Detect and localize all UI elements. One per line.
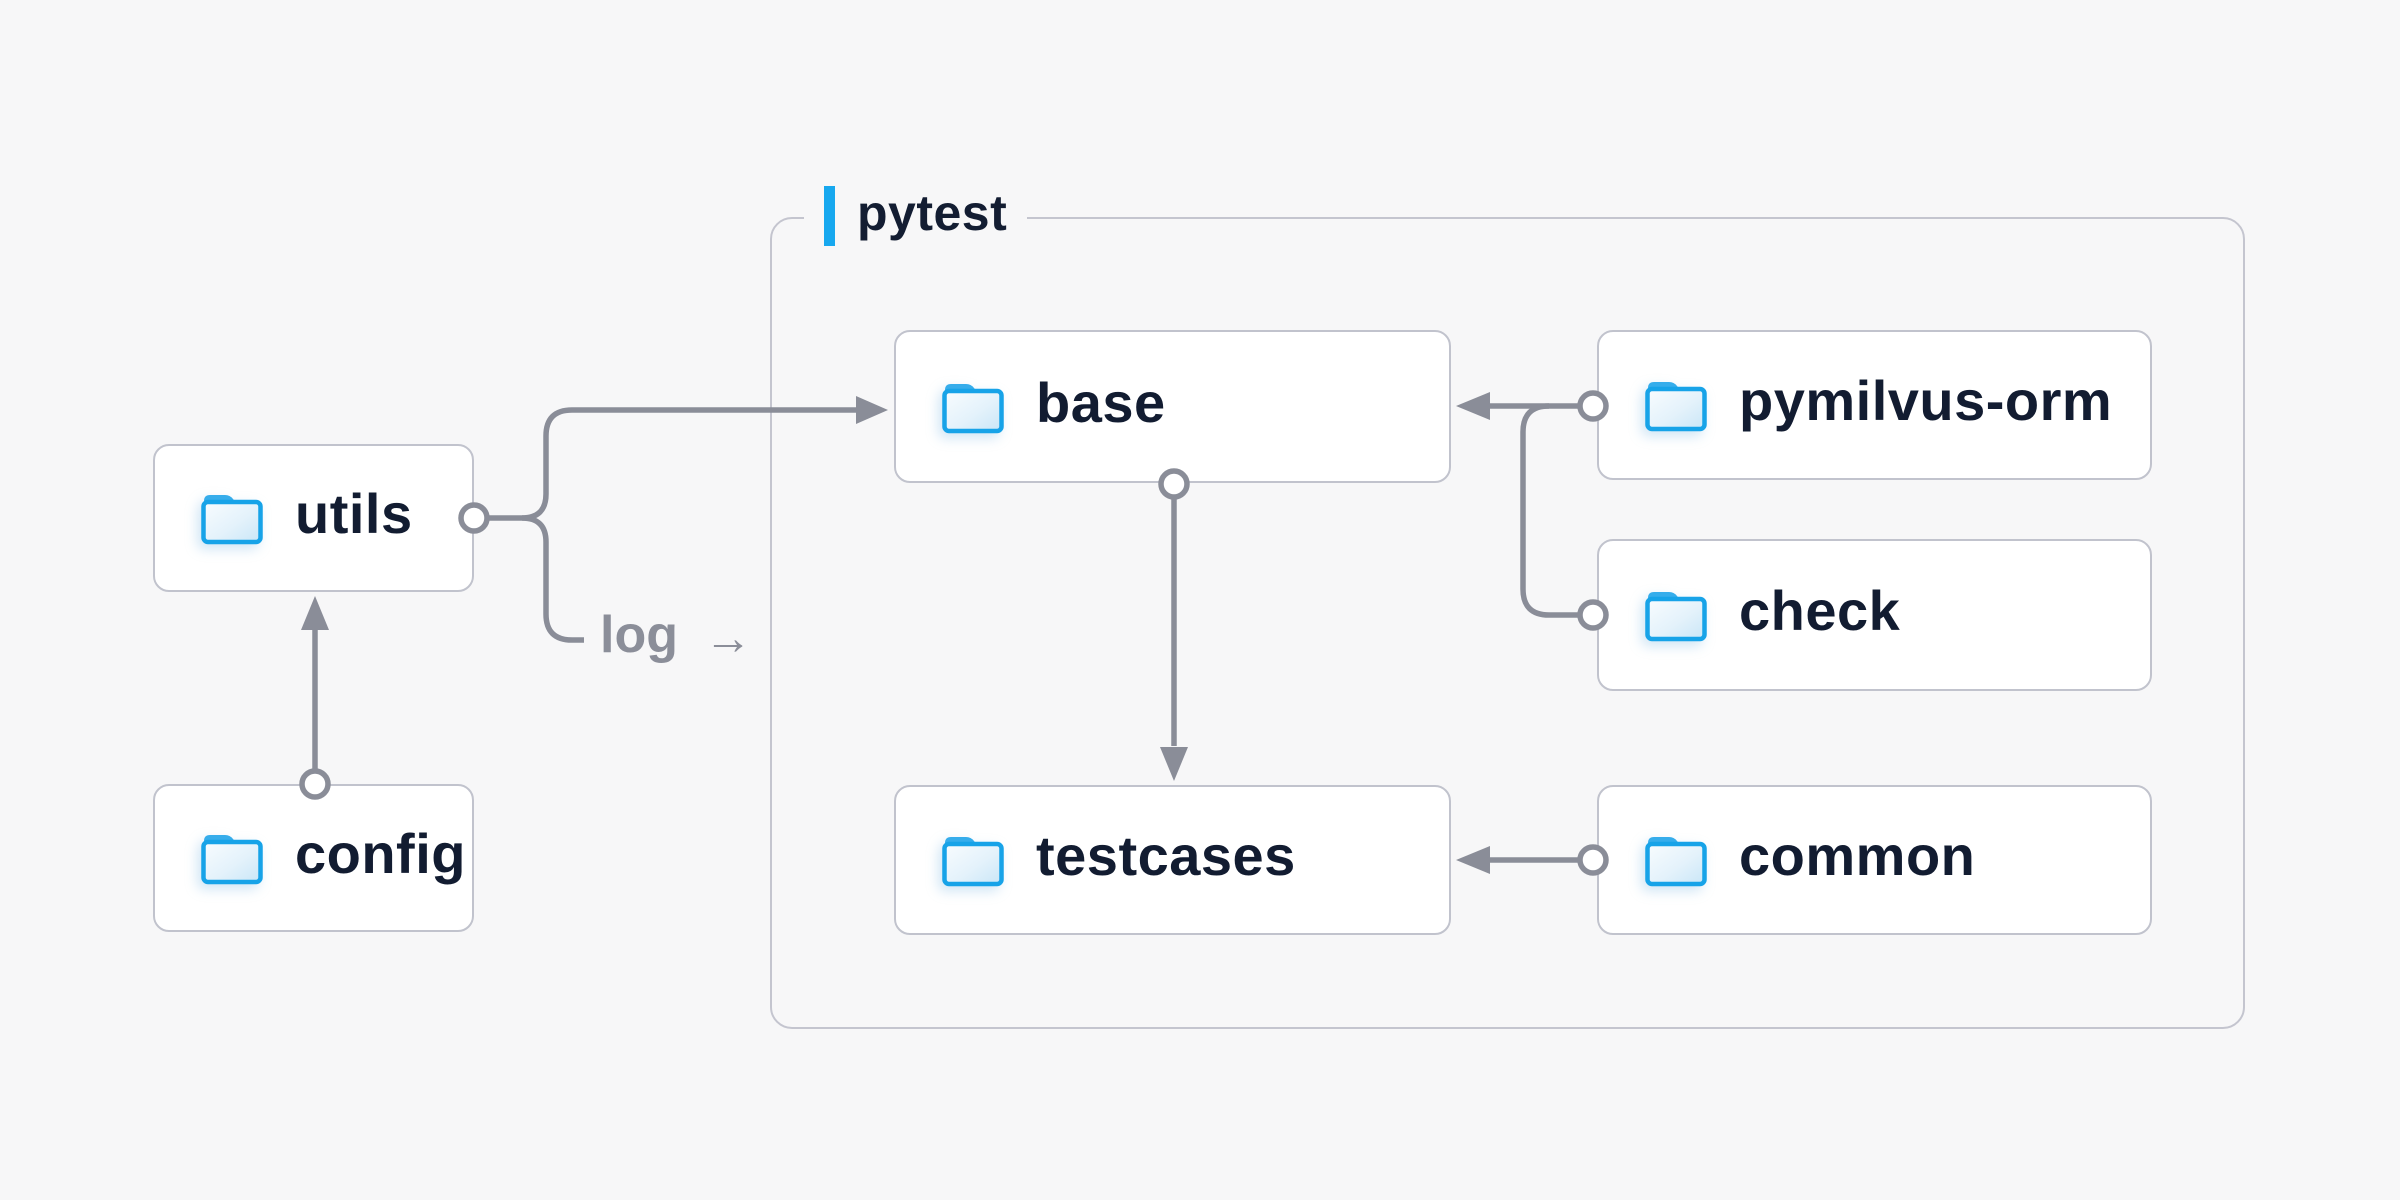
node-base: base	[894, 330, 1451, 483]
node-pymilvus-orm: pymilvus-orm	[1597, 330, 2152, 480]
log-label-text: log	[600, 606, 678, 664]
folder-icon	[201, 835, 263, 885]
accent-bar-icon	[824, 186, 835, 246]
pytest-group-label: pytest	[804, 181, 1028, 251]
edge-config-to-utils	[299, 596, 331, 800]
node-common: common	[1597, 785, 2152, 935]
folder-icon	[1645, 382, 1707, 432]
pytest-group-container	[770, 217, 2245, 1029]
node-label: base	[1036, 370, 1166, 434]
node-label: check	[1739, 579, 1901, 642]
folder-icon	[942, 383, 1004, 433]
node-utils: utils	[153, 444, 474, 592]
log-edge-label: log →	[600, 606, 752, 672]
node-label: pymilvus-orm	[1739, 369, 2113, 432]
right-arrow-icon: →	[703, 612, 752, 665]
node-testcases: testcases	[894, 785, 1451, 935]
node-label: config	[295, 822, 466, 885]
folder-icon	[201, 495, 263, 545]
folder-icon	[1645, 592, 1707, 642]
pytest-group-label-text: pytest	[857, 185, 1008, 241]
node-check: check	[1597, 539, 2152, 691]
node-label: utils	[295, 482, 413, 545]
node-config: config	[153, 784, 474, 932]
folder-icon	[1645, 837, 1707, 887]
node-label: testcases	[1036, 824, 1296, 887]
folder-icon	[942, 837, 1004, 887]
node-label: common	[1739, 824, 1976, 887]
